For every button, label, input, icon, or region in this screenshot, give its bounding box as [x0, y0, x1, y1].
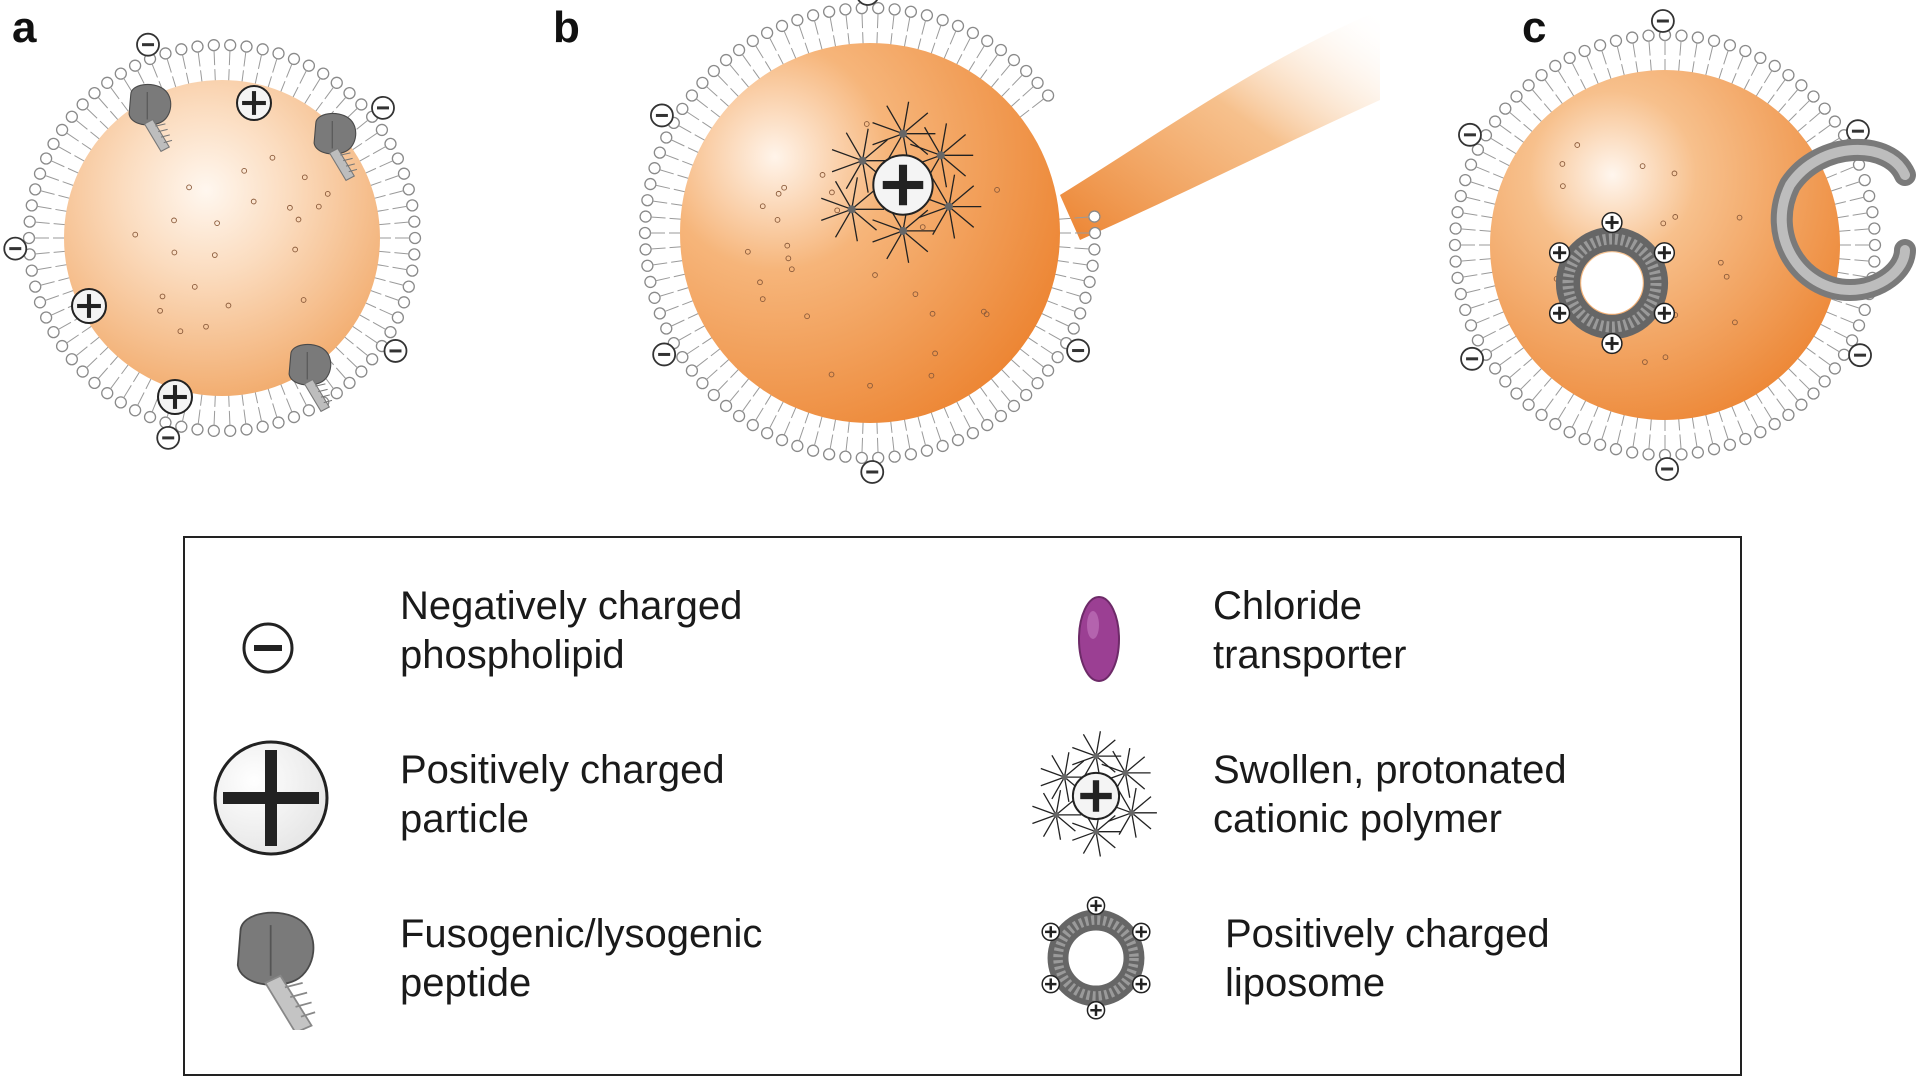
legend-label-fusogenic-peptide: Fusogenic/lysogenic peptide [400, 912, 763, 1005]
panel-a-endosome [3, 32, 422, 450]
panel-c-liposome [1548, 211, 1676, 355]
legend: Negatively charged phospholipid Chloride… [183, 536, 1742, 1076]
chloride-transporter-icon [1078, 596, 1120, 682]
positive-particle-icon [236, 85, 272, 121]
legend-label-swollen-polymer: Swollen, protonated cationic polymer [1213, 748, 1567, 841]
panel-b-ions [745, 121, 1000, 389]
positive-particle-icon [157, 379, 193, 415]
panel-c-endosome [1448, 9, 1916, 481]
panel-label-a: a [12, 3, 37, 52]
negative-charge-icon [242, 622, 294, 674]
panel-a-particles [71, 85, 272, 415]
swollen-polymer-icon [1032, 731, 1157, 857]
positive-particle-icon [213, 740, 329, 856]
panel-a-ions [132, 154, 331, 335]
panel-label-c: c [1522, 3, 1546, 52]
panel-label-b: b [553, 3, 580, 52]
positive-particle-icon [71, 288, 107, 324]
legend-label-negative-phospholipid: Negatively charged phospholipid [400, 584, 743, 677]
panel-a-lumen [64, 80, 380, 396]
panel-b-plume [1060, 10, 1380, 240]
positive-liposome-icon [1041, 896, 1151, 1020]
panel-b-lumen [680, 43, 1060, 423]
legend-label-positive-liposome: Positively charged liposome [1225, 912, 1550, 1005]
negative-charge-icon [857, 0, 879, 6]
legend-label-positive-particle: Positively charged particle [400, 748, 725, 841]
legend-label-chloride-transporter: Chloride transporter [1213, 584, 1407, 677]
peptide-icon [288, 343, 333, 412]
panel-b-endosome [638, 0, 1380, 484]
fusogenic-peptide-icon [236, 911, 316, 1030]
panel-b-polymer [821, 101, 982, 263]
